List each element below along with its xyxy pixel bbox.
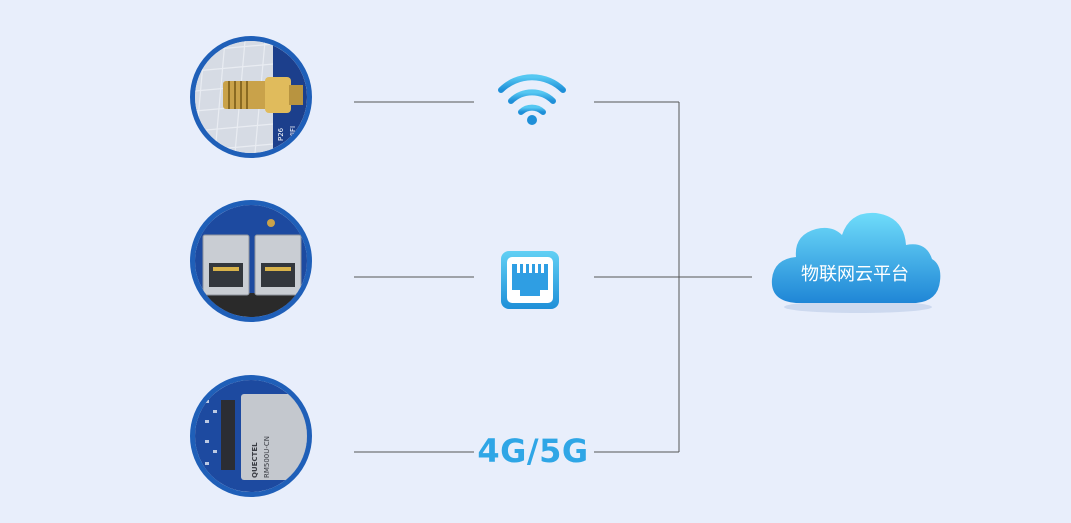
board-mark-wifi: WIFI: [289, 126, 297, 141]
module-brand-text: QUECTEL: [251, 442, 259, 478]
module-model-text: RM500U-CN: [263, 436, 271, 478]
antenna-connector-photo: P26 WIFI: [190, 36, 312, 158]
cloud-icon: [771, 212, 941, 313]
board-mark-p26: P26: [277, 127, 285, 141]
ethernet-ports-photo: [190, 200, 312, 322]
cellular-label: 4G/5G: [476, 428, 590, 474]
cloud-label: 物联网云平台: [801, 264, 909, 285]
ethernet-port-icon: [501, 251, 559, 309]
cellular-module-photo: QUECTEL RM500U-CN: [190, 375, 312, 497]
wifi-icon: [498, 74, 566, 125]
